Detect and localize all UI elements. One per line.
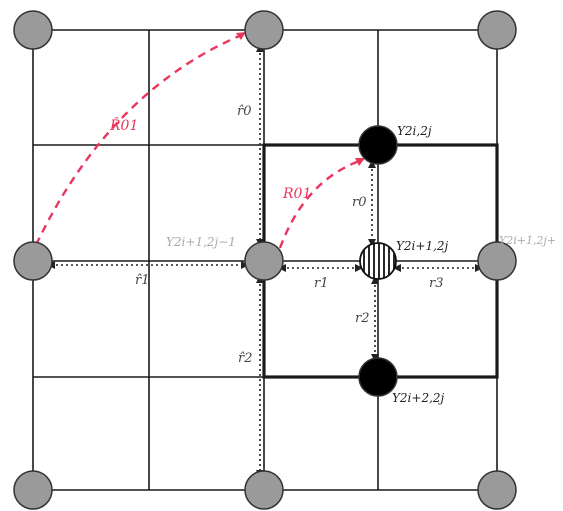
node-striped-center [359,242,397,280]
node-gray [477,10,517,50]
label-Y-left: Y2i+1,2j−1 [166,235,236,249]
node-black-top [358,125,398,165]
label-Y-top: Y2i,2j [397,124,432,138]
arrowhead [368,160,376,168]
node-gray [244,470,284,510]
curve-R01-outer-arrowhead [236,32,246,40]
node-gray [13,470,53,510]
node-gray [477,241,517,281]
label-Y-bottom: Y2i+2,2j [392,391,445,405]
arrowhead [371,276,379,284]
label-r0-hat: r̂0 [237,104,252,119]
label-r1-hat: r̂1 [135,273,150,288]
curve-R01-inner [278,158,363,249]
label-r3: r3 [429,276,444,291]
label-r2: r2 [355,311,370,326]
label-Y-mid: Y2i+1,2j [396,239,449,253]
dotted-arrows [51,48,479,474]
arrowhead [393,264,401,272]
label-Y-right: Y2i+1,2j+ [499,234,556,247]
node-black-bottom [358,357,398,397]
label-R01-outer: R̂01 [109,116,138,134]
label-r0: r0 [352,195,367,210]
label-r1: r1 [314,276,329,291]
label-r2-hat: r̂2 [238,351,253,366]
label-R01-inner: R01 [282,186,311,202]
nodes [13,10,517,510]
node-gray [244,241,284,281]
curve-R01-inner-arrowhead [355,158,365,166]
node-gray [244,10,284,50]
node-gray [13,10,53,50]
node-gray [477,470,517,510]
curve-R01-outer [34,32,245,246]
arrowhead [368,239,376,247]
node-gray [13,241,53,281]
arrowhead [355,264,363,272]
